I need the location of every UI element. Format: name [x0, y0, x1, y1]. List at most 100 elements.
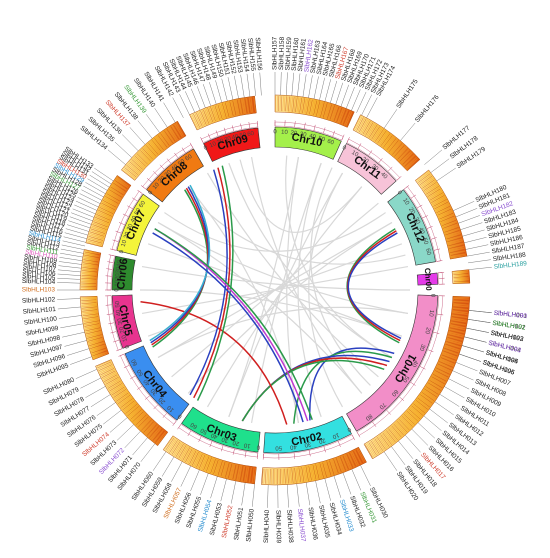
label-connector: [458, 383, 470, 389]
label-connector: [64, 343, 77, 346]
label-connector: [327, 488, 330, 501]
label-connector: [407, 123, 415, 133]
label-connector: [351, 101, 355, 110]
label-connector: [130, 127, 139, 137]
label-connector: [333, 81, 337, 93]
label-connector: [71, 307, 81, 308]
label-connector: [81, 190, 93, 196]
label-connector: [292, 86, 293, 96]
label-connector: [141, 438, 148, 446]
tick-label: 50: [275, 444, 282, 450]
label-connector: [65, 233, 78, 236]
label-connector: [209, 82, 213, 94]
label-connector: [196, 101, 200, 110]
label-connector: [444, 387, 453, 392]
label-connector: [185, 106, 189, 115]
gene-label: SlbHLH037: [296, 508, 307, 542]
label-connector: [179, 109, 184, 118]
label-connector: [298, 494, 299, 507]
gene-label: SlbHLH101: [22, 306, 56, 316]
label-connector: [453, 207, 462, 211]
label-connector: [102, 394, 110, 399]
gene-label: SlbHLH190: [493, 310, 527, 320]
gene-label: SlbHLH038: [285, 509, 294, 543]
label-connector: [146, 114, 154, 124]
label-connector: [110, 424, 120, 432]
label-connector: [103, 416, 113, 424]
label-connector: [70, 279, 80, 280]
label-connector: [384, 120, 390, 128]
label-connector: [390, 460, 397, 471]
label-connector: [476, 245, 489, 248]
label-connector: [105, 175, 113, 181]
label-connector: [412, 429, 419, 436]
label-connector: [384, 452, 390, 460]
label-connector: [97, 408, 108, 415]
label-connector: [299, 73, 300, 86]
label-connector: [85, 391, 96, 397]
label-connector: [469, 310, 479, 311]
label-connector: [146, 131, 152, 139]
label-connector: [327, 79, 330, 92]
label-connector: [154, 125, 160, 133]
label-connector: [70, 360, 82, 364]
label-connector: [221, 489, 224, 502]
label-connector: [465, 366, 477, 371]
label-connector: [431, 167, 439, 173]
label-connector: [191, 89, 196, 101]
label-connector: [479, 311, 492, 312]
label-connector: [339, 83, 343, 95]
label-connector: [249, 87, 250, 97]
label-connector: [371, 98, 377, 109]
label-connector: [164, 103, 171, 114]
label-connector: [191, 103, 195, 112]
label-connector: [108, 150, 118, 158]
label-connector: [83, 186, 94, 192]
label-connector: [287, 72, 288, 85]
label-connector: [76, 373, 88, 378]
label-connector: [477, 252, 490, 254]
label-connector: [62, 245, 75, 248]
label-connector: [162, 465, 169, 476]
gene-label: SlbHLH175: [395, 78, 420, 110]
chromosome-chr00: Chr00: [417, 268, 470, 292]
gene-label: SlbHLH036: [307, 507, 319, 541]
label-connector: [211, 486, 215, 498]
label-connector: [97, 189, 106, 194]
label-connector: [196, 470, 200, 479]
label-connector: [160, 452, 166, 460]
label-connector: [207, 96, 210, 105]
label-connector: [469, 269, 479, 270]
label-connector: [464, 240, 474, 242]
label-connector: [153, 460, 160, 471]
label-connector: [241, 75, 243, 88]
label-connector: [437, 415, 447, 423]
gene-label: SlbHLH050: [245, 508, 255, 542]
label-connector: [215, 80, 219, 93]
label-connector: [59, 257, 72, 259]
label-connector: [59, 317, 72, 319]
label-connector: [337, 485, 341, 497]
label-connector: [453, 392, 464, 398]
synteny-link: [348, 233, 401, 338]
label-connector: [362, 106, 366, 115]
label-connector: [476, 330, 489, 333]
label-connector: [466, 247, 476, 249]
label-connector: [472, 348, 484, 352]
label-connector: [202, 99, 206, 108]
label-connector: [81, 225, 90, 228]
label-connector: [242, 493, 244, 506]
label-connector: [73, 324, 83, 326]
label-connector: [304, 74, 306, 87]
label-connector: [231, 491, 234, 504]
label-connector: [85, 214, 94, 218]
label-connector: [224, 479, 226, 489]
label-connector: [125, 438, 134, 447]
label-connector: [88, 206, 97, 210]
